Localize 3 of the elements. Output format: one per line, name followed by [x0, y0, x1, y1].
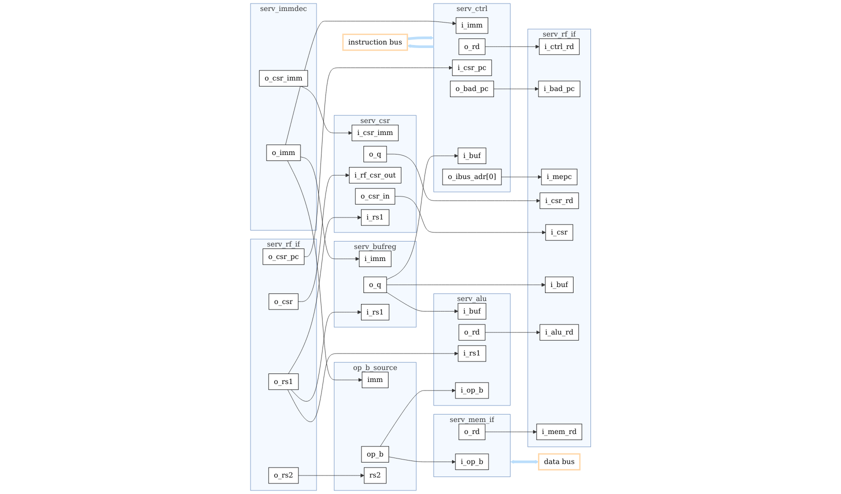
arrow: [407, 36, 434, 40]
arrow: [407, 44, 434, 48]
arrow: [510, 460, 539, 464]
